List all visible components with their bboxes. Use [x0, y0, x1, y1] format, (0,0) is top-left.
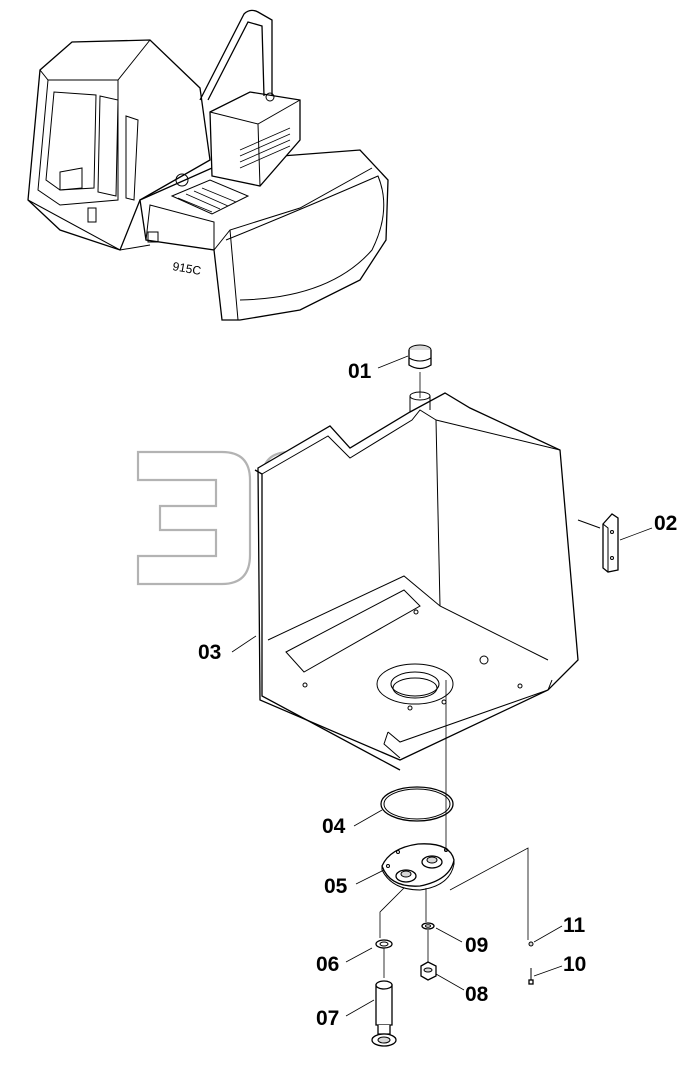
callout-11: 11 [563, 914, 586, 937]
callout-01: 01 [348, 360, 372, 383]
callout-07: 07 [316, 1007, 339, 1030]
excavator-overview: 915C [27, 9, 389, 321]
part-seal-ring [375, 939, 393, 949]
callout-04: 04 [322, 815, 346, 838]
callout-09: 09 [465, 934, 488, 957]
callout-05: 05 [324, 875, 348, 898]
callout-08: 08 [465, 983, 489, 1006]
model-plate-text: 915C [171, 259, 202, 278]
part-bracket [602, 513, 619, 573]
callout-03: 03 [198, 641, 221, 664]
part-cover-plate [381, 843, 455, 891]
part-bolt [528, 968, 534, 985]
part-fitting [371, 980, 397, 1047]
part-cap [408, 344, 432, 370]
callout-10: 10 [563, 953, 586, 976]
callout-06: 06 [316, 953, 339, 976]
part-o-ring [380, 786, 454, 822]
part-tank [254, 391, 601, 771]
part-washer [421, 922, 435, 930]
callout-02: 02 [654, 512, 677, 535]
part-washer-small [528, 941, 534, 947]
part-plug [420, 961, 437, 981]
